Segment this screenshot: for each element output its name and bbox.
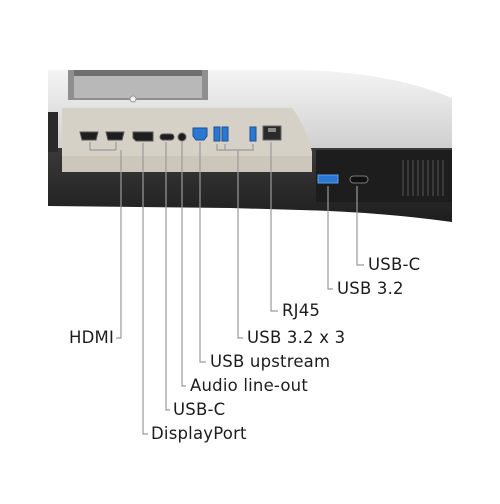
usb-c-rear-port	[159, 133, 175, 141]
front-port-strip	[316, 150, 452, 202]
label-usb32-front: USB 3.2	[337, 279, 404, 298]
displayport-port	[132, 131, 154, 142]
usb-a-front-port	[317, 174, 339, 184]
usb-upstream-port	[192, 127, 208, 141]
audio-jack-port	[177, 132, 187, 142]
vent-grille	[402, 160, 444, 196]
stand-neck	[68, 70, 208, 100]
label-displayport: DisplayPort	[151, 424, 247, 443]
label-usb-upstream: USB upstream	[210, 352, 331, 371]
rj45-port	[262, 125, 282, 141]
label-usb-c-rear: USB-C	[173, 400, 226, 419]
label-rj45: RJ45	[282, 301, 321, 320]
usb-c-front-port	[349, 175, 369, 184]
label-usb32-x3: USB 3.2 x 3	[247, 328, 346, 347]
hdmi-port-2	[105, 131, 125, 141]
label-hdmi: HDMI	[69, 328, 115, 347]
leader-lines	[89, 142, 364, 435]
label-usb-c-front: USB-C	[368, 255, 421, 274]
usb-a-rear-ports	[213, 126, 257, 142]
hdmi-port-1	[79, 131, 99, 141]
label-audio-line-out: Audio line-out	[190, 376, 309, 395]
